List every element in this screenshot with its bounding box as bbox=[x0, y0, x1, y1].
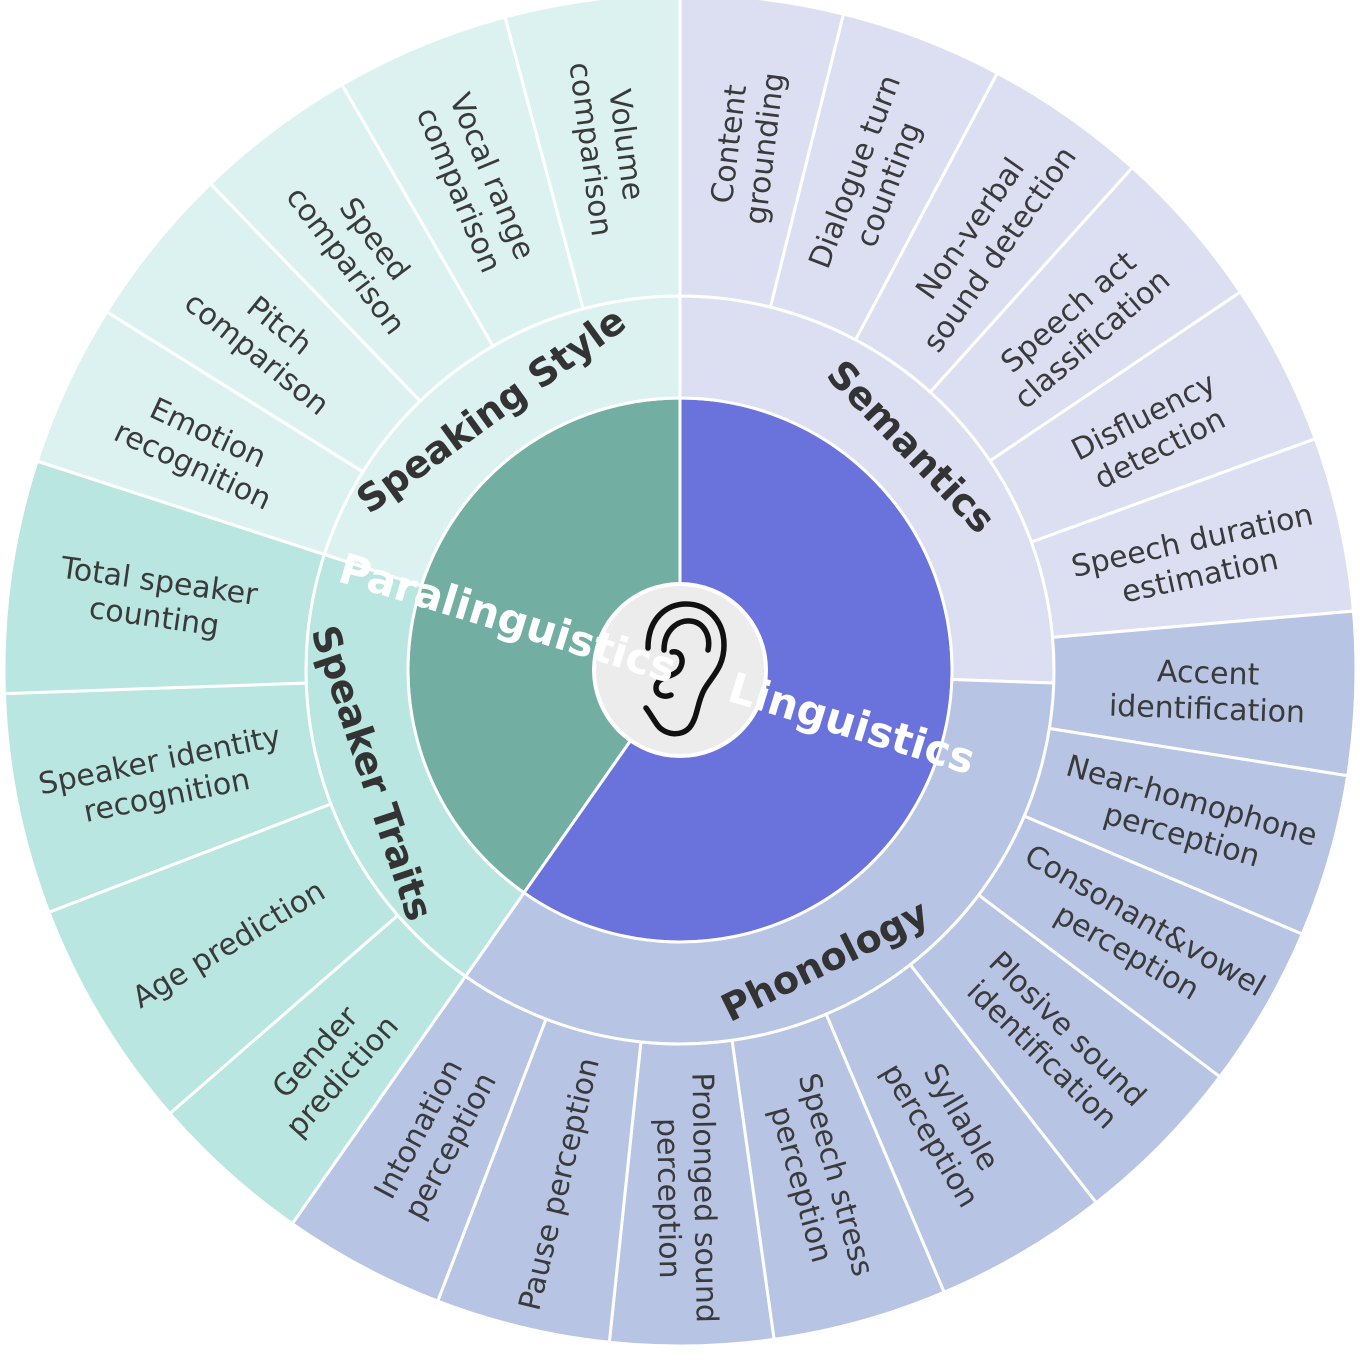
outer-label-accent-identification: Accentidentification bbox=[1108, 653, 1307, 731]
center-hub bbox=[592, 582, 768, 758]
outer-label-prolonged-sound-perception: Prolonged soundperception bbox=[648, 1072, 723, 1324]
outer-label-volume-comparison: Volumecomparison bbox=[561, 55, 654, 238]
outer-label-content-grounding: Contentgrounding bbox=[703, 66, 792, 226]
ear-icon bbox=[643, 601, 727, 737]
outer-segment-volume-comparison bbox=[503, 0, 682, 311]
